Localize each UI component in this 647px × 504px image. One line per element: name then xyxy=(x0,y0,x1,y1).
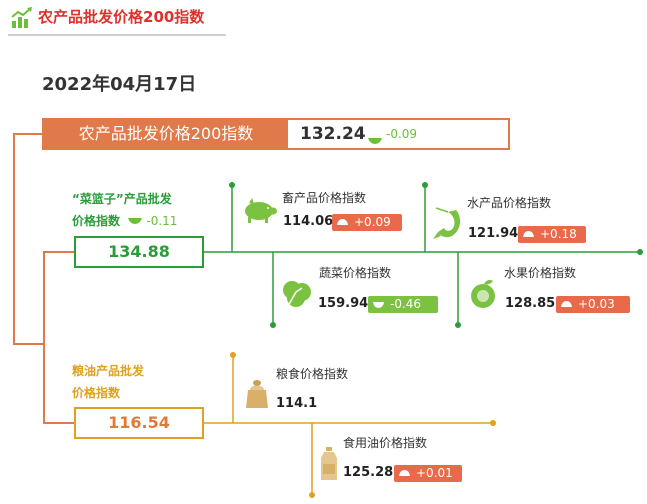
up-arrow-icon xyxy=(561,301,572,307)
oil-index-name: 食用油价格指数 xyxy=(343,436,428,450)
basket-value: 134.88 xyxy=(74,236,204,268)
basket-title-line1: “菜篮子”产品批发 xyxy=(72,192,172,206)
up-arrow-icon xyxy=(523,231,534,237)
basket-title-line2: 价格指数 -0.11 xyxy=(72,210,177,232)
up-arrow-icon xyxy=(337,219,348,225)
livestock-change: +0.09 xyxy=(354,215,391,229)
grain-bag-icon xyxy=(242,378,272,410)
fruit-change-badge: +0.03 xyxy=(556,296,630,313)
grain-title: 粮油产品批发 价格指数 xyxy=(72,360,144,404)
down-arrow-icon xyxy=(368,130,382,144)
grain-index-value: 114.1 xyxy=(276,396,318,411)
fruit-change: +0.03 xyxy=(578,297,615,311)
oil-bottle-icon xyxy=(318,446,340,482)
basket-change: -0.11 xyxy=(146,214,178,228)
aquatic-change: +0.18 xyxy=(540,227,577,241)
grain-index-name: 粮食价格指数 xyxy=(276,367,349,381)
livestock-index-name: 畜产品价格指数 xyxy=(282,191,367,205)
main-index-label: 农产品批发价格200指数 xyxy=(44,120,288,148)
fruit-index-name: 水果价格指数 xyxy=(504,266,577,280)
header-title: 农产品批发价格200指数 xyxy=(38,8,205,26)
chart-icon xyxy=(10,6,34,30)
pig-icon xyxy=(240,196,278,226)
oil-change-badge: +0.01 xyxy=(394,465,462,482)
oil-change: +0.01 xyxy=(416,466,453,480)
up-arrow-icon xyxy=(399,470,410,476)
vegetable-icon xyxy=(280,278,314,310)
basket-title-line2-text: 价格指数 xyxy=(72,214,121,228)
fruit-index-value: 128.85 xyxy=(505,296,556,311)
livestock-index-value: 114.06 xyxy=(283,214,334,229)
shrimp-icon xyxy=(432,206,464,242)
livestock-change-badge: +0.09 xyxy=(332,214,402,231)
vegetable-change-badge: -0.46 xyxy=(368,296,438,313)
fruit-icon xyxy=(468,278,500,310)
down-arrow-icon xyxy=(128,218,143,224)
grain-value: 116.54 xyxy=(74,407,204,439)
main-index-change: -0.09 xyxy=(386,127,418,141)
oil-index-value: 125.28 xyxy=(343,465,394,480)
aquatic-change-badge: +0.18 xyxy=(518,226,586,243)
grain-title-line2: 价格指数 xyxy=(72,386,121,400)
grain-title-line1: 粮油产品批发 xyxy=(72,364,145,378)
down-arrow-icon xyxy=(373,302,384,308)
main-index-value: 132.24 xyxy=(300,124,366,144)
vegetable-index-value: 159.94 xyxy=(318,296,369,311)
vegetable-index-name: 蔬菜价格指数 xyxy=(319,266,392,280)
report-date: 2022年04月17日 xyxy=(42,74,197,95)
header-divider xyxy=(8,34,226,36)
aquatic-index-value: 121.94 xyxy=(468,226,519,241)
vegetable-change: -0.46 xyxy=(390,297,422,311)
aquatic-index-name: 水产品价格指数 xyxy=(467,196,552,210)
basket-title: “菜篮子”产品批发 价格指数 -0.11 xyxy=(72,188,177,232)
